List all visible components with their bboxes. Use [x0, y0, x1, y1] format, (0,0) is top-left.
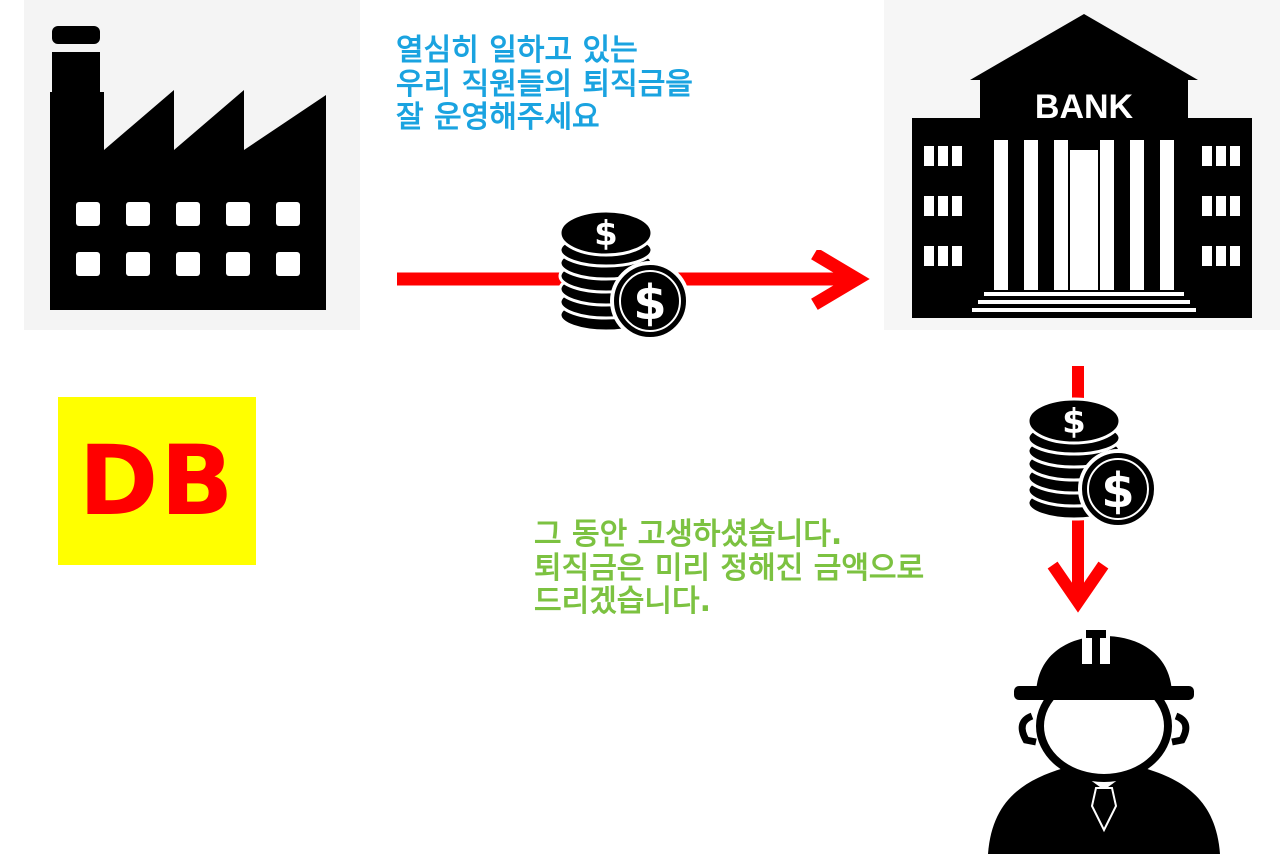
plan-type-badge: DB — [58, 397, 256, 565]
bank-sign: BANK — [1035, 88, 1134, 126]
message-to-worker-line-1: 그 동안 고생하셨습니다. — [534, 517, 843, 552]
coin-symbol-small: $ — [594, 214, 618, 254]
message-to-worker: 그 동안 고생하셨습니다. 퇴직금은 미리 정해진 금액으로 드리겠습니다. — [534, 518, 924, 619]
message-to-bank-line-1: 열심히 일하고 있는 — [396, 33, 638, 68]
coin-stack-icon-2: $ $ — [1026, 397, 1158, 529]
message-to-bank: 열심히 일하고 있는 우리 직원들의 퇴직금을 잘 운영해주세요 — [396, 34, 693, 135]
worker-hardhat-icon — [988, 630, 1220, 854]
coin-symbol-large-2: $ — [1101, 463, 1134, 519]
coin-symbol-large: $ — [633, 275, 666, 331]
plan-type-label: DB — [78, 425, 236, 537]
message-to-bank-line-2: 우리 직원들의 퇴직금을 — [396, 66, 693, 102]
message-to-worker-line-2: 퇴직금은 미리 정해진 금액으로 — [534, 550, 925, 586]
coin-symbol-small-2: $ — [1062, 402, 1086, 442]
message-to-worker-line-3: 드리겠습니다. — [534, 584, 711, 620]
factory-icon — [24, 0, 360, 330]
message-to-bank-line-3: 잘 운영해주세요 — [396, 100, 600, 136]
coin-stack-icon: $ $ — [558, 209, 690, 341]
bank-building-icon: BANK — [884, 0, 1280, 330]
